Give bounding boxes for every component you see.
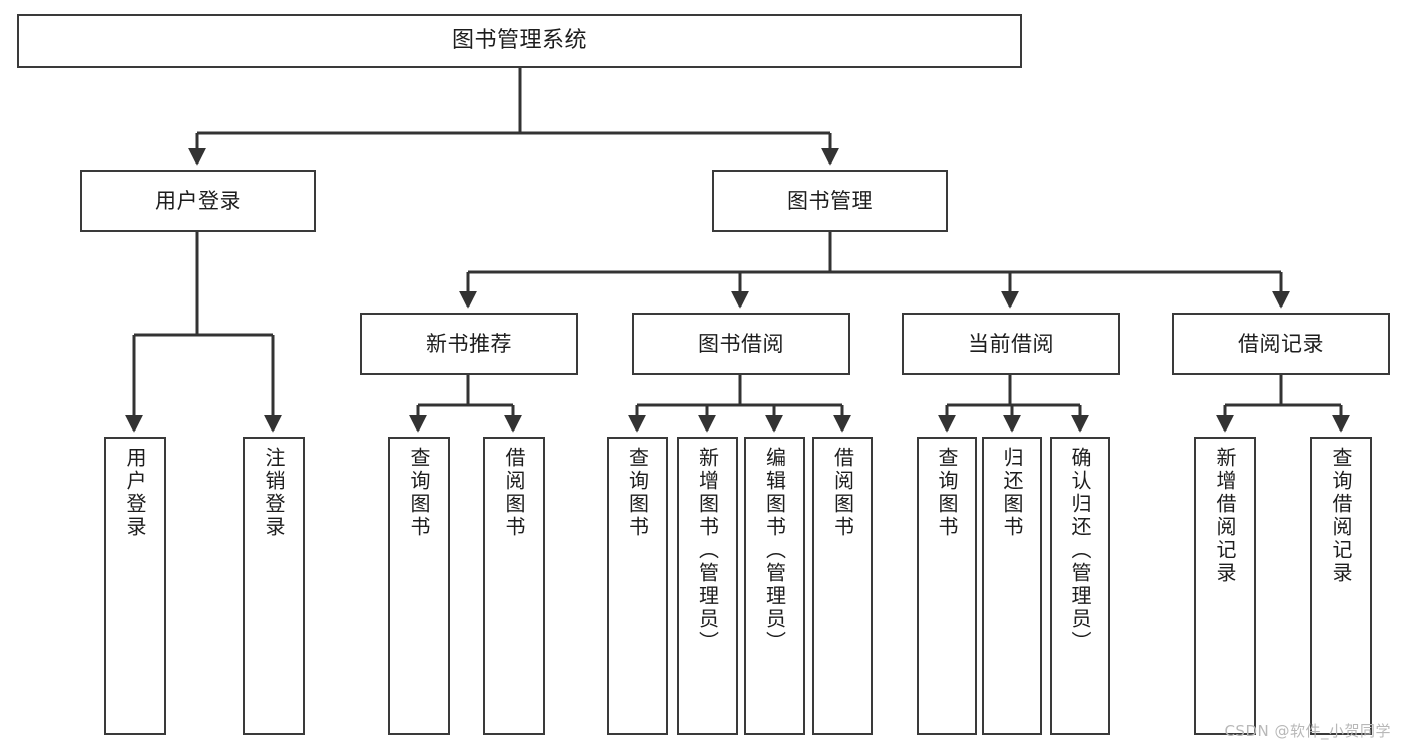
leaf-current-confirm-return-admin-label: 确认归还（管理员） — [1068, 447, 1092, 654]
leaf-current-confirm-return-admin[interactable]: 确认归还（管理员） — [1050, 437, 1110, 735]
node-user-login[interactable]: 用户登录 — [80, 170, 316, 232]
leaf-current-return-book-label: 归还图书 — [1000, 447, 1024, 539]
node-new-book-recommend[interactable]: 新书推荐 — [360, 313, 578, 375]
leaf-borrow-add-book-admin[interactable]: 新增图书（管理员） — [677, 437, 738, 735]
node-user-login-label: 用户登录 — [155, 188, 241, 213]
leaf-recommend-borrow-book-label: 借阅图书 — [502, 447, 526, 539]
leaf-current-query-book-label: 查询图书 — [935, 447, 959, 539]
leaf-record-add-record[interactable]: 新增借阅记录 — [1194, 437, 1256, 735]
leaf-current-query-book[interactable]: 查询图书 — [917, 437, 977, 735]
leaf-user-login-login[interactable]: 用户登录 — [104, 437, 166, 735]
leaf-record-query-record[interactable]: 查询借阅记录 — [1310, 437, 1372, 735]
node-current-borrow[interactable]: 当前借阅 — [902, 313, 1120, 375]
node-root[interactable]: 图书管理系统 — [17, 14, 1022, 68]
node-new-book-recommend-label: 新书推荐 — [426, 331, 512, 356]
node-root-label: 图书管理系统 — [451, 28, 587, 54]
leaf-record-query-record-label: 查询借阅记录 — [1329, 447, 1353, 585]
node-borrow-record-label: 借阅记录 — [1238, 331, 1324, 356]
node-book-management[interactable]: 图书管理 — [712, 170, 948, 232]
leaf-borrow-borrow-book-label: 借阅图书 — [830, 447, 855, 539]
node-book-management-label: 图书管理 — [787, 188, 873, 213]
leaf-borrow-add-book-admin-label: 新增图书（管理员） — [695, 447, 720, 654]
leaf-user-login-logout[interactable]: 注销登录 — [243, 437, 305, 735]
csdn-watermark: CSDN @软件_小贺同学 — [1224, 722, 1391, 740]
leaf-recommend-query-book-label: 查询图书 — [407, 447, 431, 539]
leaf-borrow-query-book[interactable]: 查询图书 — [607, 437, 668, 735]
leaf-user-login-logout-label: 注销登录 — [262, 447, 286, 539]
node-book-borrow-label: 图书借阅 — [698, 331, 784, 356]
leaf-recommend-borrow-book[interactable]: 借阅图书 — [483, 437, 545, 735]
leaf-user-login-login-label: 用户登录 — [123, 447, 147, 539]
node-current-borrow-label: 当前借阅 — [968, 331, 1054, 356]
leaf-borrow-query-book-label: 查询图书 — [625, 447, 650, 539]
leaf-record-add-record-label: 新增借阅记录 — [1213, 447, 1237, 585]
node-book-borrow[interactable]: 图书借阅 — [632, 313, 850, 375]
node-borrow-record[interactable]: 借阅记录 — [1172, 313, 1390, 375]
leaf-borrow-borrow-book[interactable]: 借阅图书 — [812, 437, 873, 735]
leaf-borrow-edit-book-admin[interactable]: 编辑图书（管理员） — [744, 437, 805, 735]
leaf-current-return-book[interactable]: 归还图书 — [982, 437, 1042, 735]
leaf-recommend-query-book[interactable]: 查询图书 — [388, 437, 450, 735]
leaf-borrow-edit-book-admin-label: 编辑图书（管理员） — [762, 447, 787, 654]
